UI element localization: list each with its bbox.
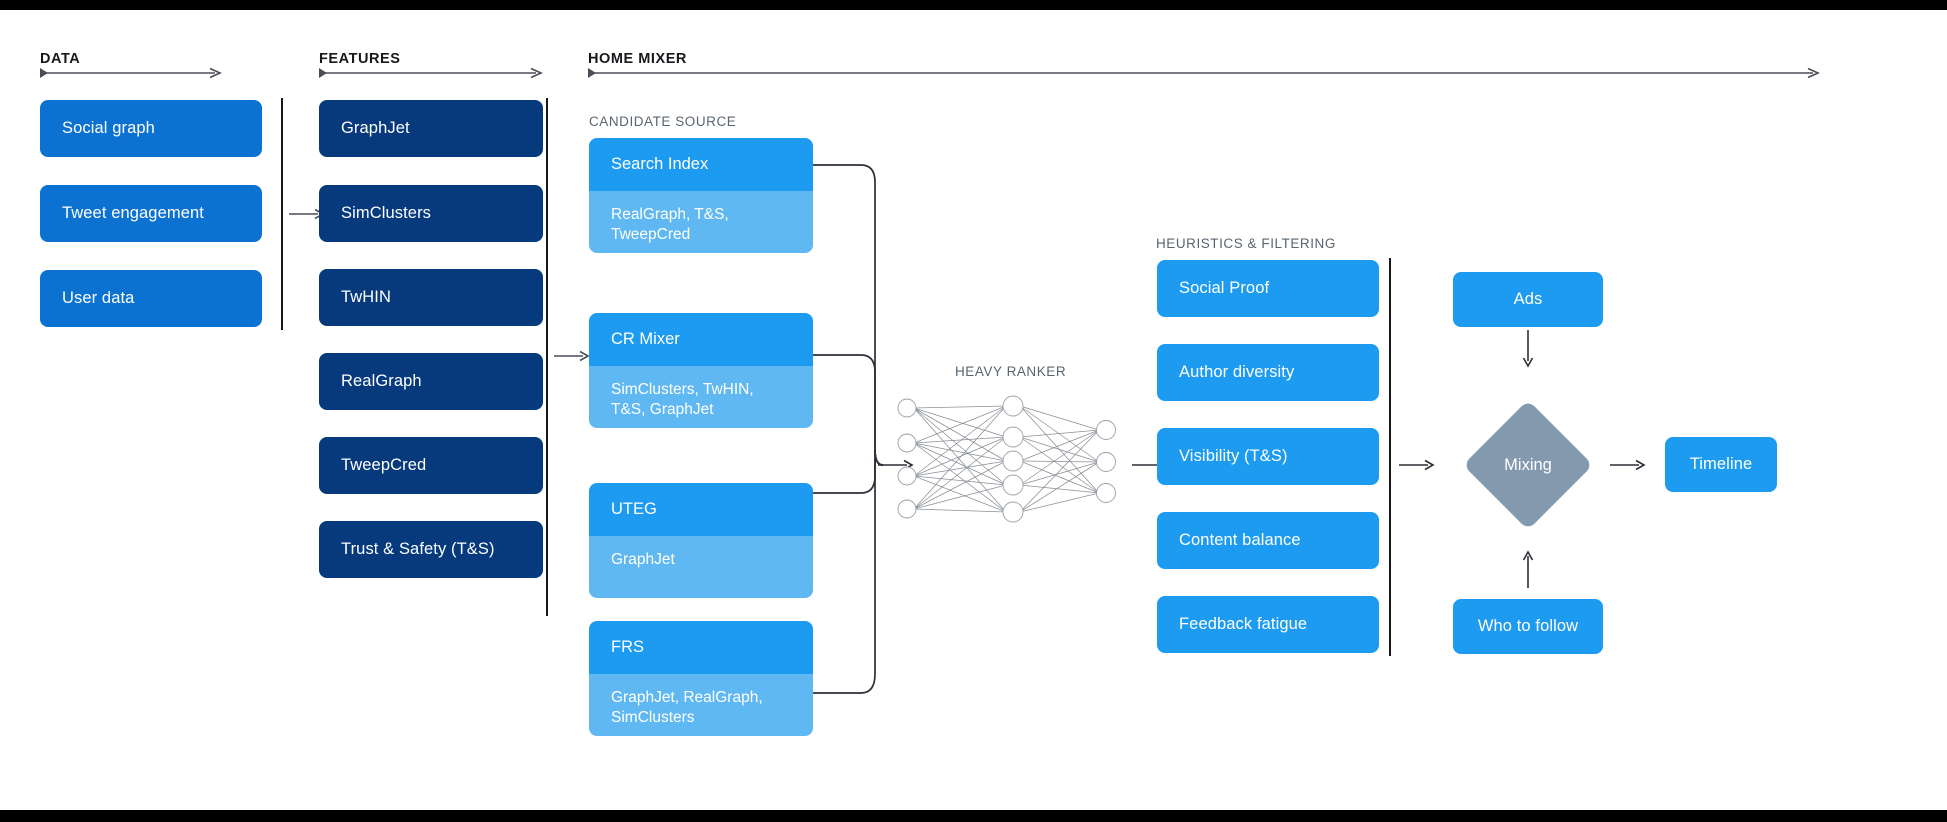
- output-box-label: Timeline: [1689, 455, 1753, 473]
- data-box-user-data[interactable]: User data: [40, 270, 262, 327]
- section-rail-features: [319, 67, 543, 79]
- connector-candidate-sources-to-ranker: [813, 160, 923, 700]
- heuristic-box-label: Feedback fatigue: [1179, 615, 1308, 633]
- data-box-social-graph[interactable]: Social graph: [40, 100, 262, 157]
- candidate-source-card-frs[interactable]: FRS GraphJet, RealGraph, SimClusters: [589, 621, 813, 736]
- candidate-source-name: UTEG: [589, 483, 813, 536]
- feature-box-realgraph[interactable]: RealGraph: [319, 353, 543, 410]
- sublabel-heavy-ranker: HEAVY RANKER: [955, 364, 1067, 379]
- heuristic-box-label: Social Proof: [1179, 279, 1270, 297]
- heuristic-box-feedback-fatigue[interactable]: Feedback fatigue: [1157, 596, 1379, 653]
- arrow-heuristics-to-mixing: [1399, 458, 1435, 472]
- arrow-features-to-home: [554, 349, 590, 363]
- data-box-label: Tweet engagement: [62, 204, 204, 222]
- heavy-ranker-neural-net: [894, 390, 1124, 525]
- sublabel-candidate-source: CANDIDATE SOURCE: [589, 114, 737, 129]
- candidate-source-name: FRS: [589, 621, 813, 674]
- heuristic-box-visibility[interactable]: Visibility (T&S): [1157, 428, 1379, 485]
- mixing-diamond[interactable]: Mixing: [1449, 386, 1607, 544]
- section-title-data: DATA: [40, 51, 81, 67]
- candidate-source-features: SimClusters, TwHIN, T&S, GraphJet: [589, 366, 813, 428]
- data-box-tweet-engagement[interactable]: Tweet engagement: [40, 185, 262, 242]
- heuristic-box-label: Visibility (T&S): [1179, 447, 1288, 465]
- feature-box-label: RealGraph: [341, 372, 422, 390]
- output-box-label: Ads: [1513, 290, 1543, 308]
- candidate-source-features: GraphJet, RealGraph, SimClusters: [589, 674, 813, 736]
- feature-box-simclusters[interactable]: SimClusters: [319, 185, 543, 242]
- output-box-label: Who to follow: [1477, 617, 1579, 635]
- candidate-source-card-cr-mixer[interactable]: CR Mixer SimClusters, TwHIN, T&S, GraphJ…: [589, 313, 813, 428]
- output-box-who-to-follow[interactable]: Who to follow: [1453, 599, 1603, 654]
- feature-box-twhin[interactable]: TwHIN: [319, 269, 543, 326]
- heuristic-box-author-diversity[interactable]: Author diversity: [1157, 344, 1379, 401]
- data-box-label: User data: [62, 289, 135, 307]
- section-rail-data: [40, 67, 222, 79]
- candidate-source-name: Search Index: [589, 138, 813, 191]
- candidate-source-name: CR Mixer: [589, 313, 813, 366]
- candidate-source-features: RealGraph, T&S, TweepCred: [589, 191, 813, 253]
- candidate-source-card-uteg[interactable]: UTEG GraphJet: [589, 483, 813, 598]
- candidate-source-card-search-index[interactable]: Search Index RealGraph, T&S, TweepCred: [589, 138, 813, 253]
- feature-box-label: TweepCred: [341, 456, 427, 474]
- arrow-ads-to-mixing: [1521, 330, 1535, 368]
- arrow-mixing-to-timeline: [1610, 458, 1646, 472]
- data-box-label: Social graph: [62, 119, 155, 137]
- arrow-who-to-follow-to-mixing: [1521, 550, 1535, 588]
- feature-box-label: SimClusters: [341, 204, 432, 222]
- output-box-ads[interactable]: Ads: [1453, 272, 1603, 327]
- feature-box-graphjet[interactable]: GraphJet: [319, 100, 543, 157]
- sublabel-heuristics-filtering: HEURISTICS & FILTERING: [1156, 236, 1336, 251]
- feature-box-trust-safety[interactable]: Trust & Safety (T&S): [319, 521, 543, 578]
- feature-box-label: GraphJet: [341, 119, 410, 137]
- section-title-home-mixer: HOME MIXER: [588, 51, 687, 67]
- candidate-source-features: GraphJet: [589, 536, 813, 598]
- section-title-features: FEATURES: [319, 51, 401, 67]
- heuristic-box-label: Author diversity: [1179, 363, 1295, 381]
- divider-heuristics-output: [1389, 258, 1391, 656]
- heuristic-box-label: Content balance: [1179, 531, 1301, 549]
- feature-box-label: Trust & Safety (T&S): [341, 540, 495, 558]
- section-rail-home-mixer: [588, 67, 1820, 79]
- feature-box-label: TwHIN: [341, 288, 391, 306]
- feature-box-tweepcred[interactable]: TweepCred: [319, 437, 543, 494]
- divider-data-features: [281, 98, 283, 330]
- output-box-timeline[interactable]: Timeline: [1665, 437, 1777, 492]
- heuristic-box-social-proof[interactable]: Social Proof: [1157, 260, 1379, 317]
- heuristic-box-content-balance[interactable]: Content balance: [1157, 512, 1379, 569]
- diagram-canvas: DATA Social graph Tweet engagement User …: [0, 10, 1947, 810]
- divider-features-home: [546, 98, 548, 616]
